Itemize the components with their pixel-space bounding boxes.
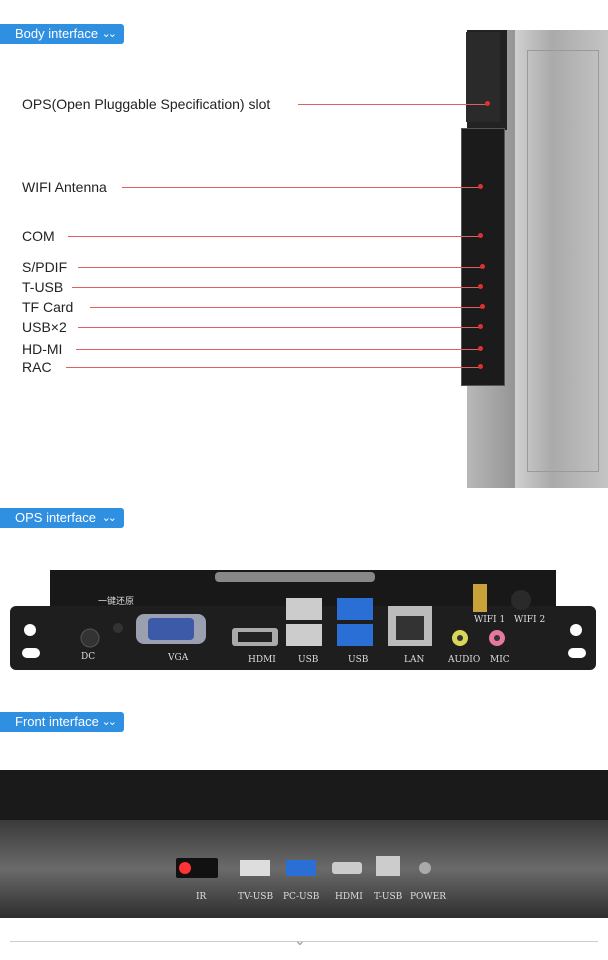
ops-label-vga: VGA [168,653,189,663]
front-panel-image [0,770,608,918]
leader-line [78,267,482,268]
leader-dot [478,184,483,189]
ops-label-usb2: USB [348,655,369,665]
front-label-power: POWER [410,892,447,902]
chevron-down-icon: ⌄⌄ [101,716,118,728]
ops-label-usb1: USB [298,655,319,665]
ops-label-mic: MIC [490,655,510,665]
section-title-front: Front interface ⌄⌄ [0,712,124,732]
leader-line [298,104,488,105]
leader-line [72,287,480,288]
side-port-panel [461,128,505,386]
leader-line [76,349,480,350]
section-title-ops: OPS interface ⌄⌄ [0,508,124,528]
leader-dot [480,264,485,269]
bottom-divider [10,941,598,942]
front-label-tv-usb: TV-USB [238,892,274,902]
front-label-t-usb: T-USB [374,892,403,902]
ops-panel-image [10,570,596,670]
ops-label-wifi1: WIFI 1 [474,615,506,625]
ops-label-hdmi: HDMI [248,655,276,665]
label-t-usb: T-USB [22,279,64,295]
ops-panel-drawing [10,570,596,670]
ops-label-lan: LAN [404,655,425,665]
label-spdif: S/PDIF [22,259,68,275]
leader-dot [478,284,483,289]
ops-label-reset: 一键还原 [98,597,135,607]
front-label-ir: IR [196,892,207,902]
section-title-text: Front interface [15,714,99,729]
section-title-text: OPS interface [15,510,96,525]
ops-slot-panel [466,32,500,122]
label-usb-x2: USB×2 [22,319,67,335]
chevron-down-icon: ⌄ [294,932,306,948]
device-side-image [467,30,608,488]
leader-dot [478,324,483,329]
label-com: COM [22,228,55,244]
section-title-body: Body interface ⌄⌄ [0,24,124,44]
section-title-text: Body interface [15,26,99,41]
front-label-pc-usb: PC-USB [283,892,320,902]
leader-dot [478,233,483,238]
label-ops-slot: OPS(Open Pluggable Specification) slot [22,96,271,112]
front-panel-drawing [0,770,608,918]
label-tf-card: TF Card [22,299,74,315]
label-rac: RAC [22,359,52,375]
leader-line [66,367,480,368]
leader-line [122,187,480,188]
leader-line [78,327,480,328]
label-hdmi: HD-MI [22,341,63,357]
ops-label-audio: AUDIO [448,655,481,665]
ops-label-wifi2: WIFI 2 [514,615,546,625]
label-wifi-antenna: WIFI Antenna [22,179,107,195]
chevron-down-icon: ⌄⌄ [101,512,118,524]
leader-dot [478,346,483,351]
leader-line [68,236,480,237]
front-label-hdmi: HDMI [335,892,363,902]
leader-dot [478,364,483,369]
leader-dot [485,101,490,106]
ops-label-dc: DC [81,652,96,662]
leader-dot [480,304,485,309]
leader-line [90,307,482,308]
chevron-down-icon: ⌄⌄ [101,28,118,40]
